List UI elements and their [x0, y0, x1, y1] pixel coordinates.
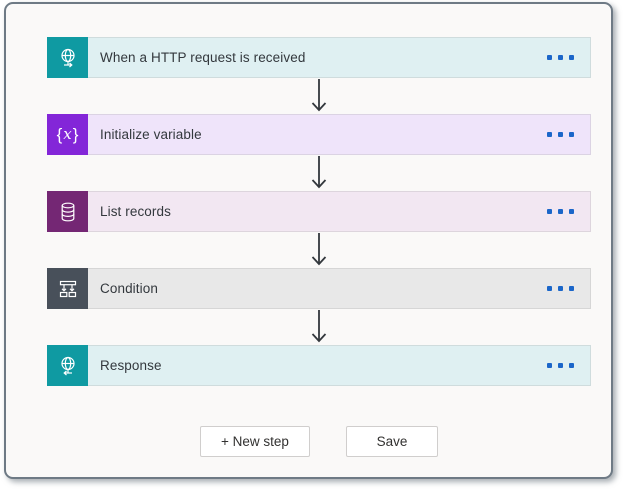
- condition-branch-icon: [47, 268, 88, 309]
- step-menu-button[interactable]: [547, 286, 590, 291]
- step-label: Response: [100, 358, 162, 373]
- http-request-icon: [47, 37, 88, 78]
- ellipsis-icon: [547, 286, 552, 291]
- step-menu-button[interactable]: [547, 363, 590, 368]
- step-label: When a HTTP request is received: [100, 50, 306, 65]
- flow-step-list-records[interactable]: List records: [47, 191, 591, 232]
- footer-actions: + New step Save: [47, 426, 591, 457]
- flow-step-response[interactable]: Response: [47, 345, 591, 386]
- arrow-down-icon: [47, 155, 591, 191]
- step-menu-button[interactable]: [547, 132, 590, 137]
- ellipsis-icon: [547, 209, 552, 214]
- flow-designer-canvas: When a HTTP request is received {x} Init…: [6, 4, 611, 457]
- arrow-down-icon: [47, 78, 591, 114]
- database-icon: [47, 191, 88, 232]
- step-menu-button[interactable]: [547, 55, 590, 60]
- screenshot-frame: When a HTTP request is received {x} Init…: [4, 2, 613, 479]
- ellipsis-icon: [547, 363, 552, 368]
- save-button[interactable]: Save: [346, 426, 438, 457]
- step-label: List records: [100, 204, 171, 219]
- ellipsis-icon: [547, 132, 552, 137]
- flow-step-http-request[interactable]: When a HTTP request is received: [47, 37, 591, 78]
- step-label: Initialize variable: [100, 127, 202, 142]
- http-response-icon: [47, 345, 88, 386]
- new-step-button[interactable]: + New step: [200, 426, 310, 457]
- initialize-variable-icon: {x}: [47, 114, 88, 155]
- arrow-down-icon: [47, 309, 591, 345]
- arrow-down-icon: [47, 232, 591, 268]
- ellipsis-icon: [547, 55, 552, 60]
- step-label: Condition: [100, 281, 158, 296]
- flow-step-condition[interactable]: Condition: [47, 268, 591, 309]
- flow-step-initialize-variable[interactable]: {x} Initialize variable: [47, 114, 591, 155]
- step-menu-button[interactable]: [547, 209, 590, 214]
